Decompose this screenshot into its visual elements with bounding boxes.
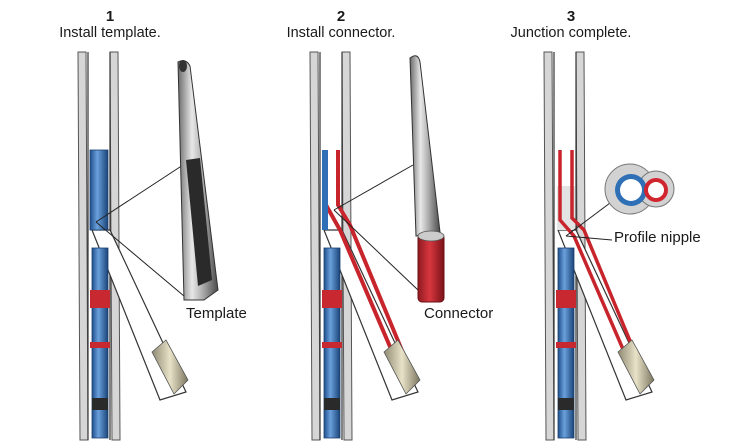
step-2-number: 2 bbox=[336, 8, 346, 25]
template-label: Template bbox=[186, 305, 247, 322]
step-1-title: Install template. bbox=[59, 25, 161, 41]
step-3-title: Junction complete. bbox=[510, 25, 632, 41]
panel-1-wellbore bbox=[77, 51, 189, 441]
panel-3-wellbore bbox=[543, 51, 655, 441]
panel-2-wellbore bbox=[309, 51, 421, 441]
junction-cross-section-icon bbox=[604, 163, 675, 215]
profile-nipple-label: Profile nipple bbox=[614, 229, 701, 246]
connector-tool-image bbox=[409, 55, 445, 303]
step-1-number: 1 bbox=[105, 8, 115, 25]
step-2-title: Install connector. bbox=[286, 25, 396, 41]
connector-label: Connector bbox=[424, 305, 494, 322]
template-tool-image bbox=[177, 60, 219, 301]
step-3-number: 3 bbox=[566, 8, 576, 25]
